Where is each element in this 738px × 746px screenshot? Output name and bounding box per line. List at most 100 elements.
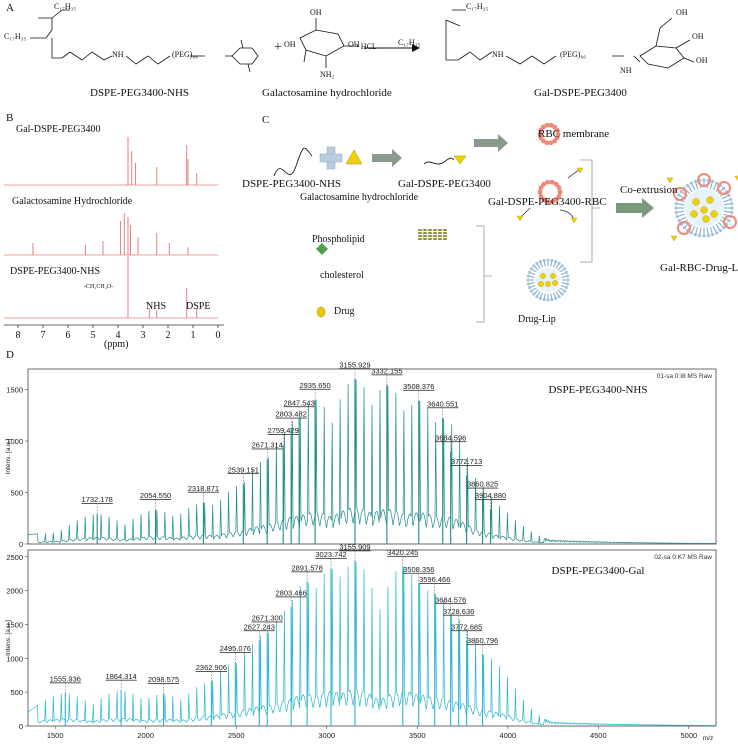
nh-label-2: NH (492, 50, 504, 59)
np-lipid-head (702, 178, 706, 182)
phospholipid-icon (417, 235, 423, 237)
phospholipid-icon (427, 232, 433, 234)
phospholipid-icon (432, 229, 438, 231)
np-rbc-patch (673, 187, 687, 201)
lipid-head (538, 296, 542, 300)
np-lipid-head (718, 229, 723, 233)
rbc-membrane-icon-head (538, 135, 544, 141)
gal-triangle (516, 215, 524, 222)
np-lipid-head (727, 193, 731, 197)
chain-label-2: C₁₇H₃₅ (4, 32, 27, 41)
np-gal-triangle (670, 235, 678, 242)
phospholipid-icon (432, 235, 438, 237)
gal-arm (567, 169, 581, 179)
phospholipid-icon (442, 235, 448, 237)
np-rbc-patch (717, 181, 731, 195)
lipid-head (546, 258, 550, 262)
ms-x-tick-label: 2500 (228, 731, 245, 740)
gal-rbc-icon-head (549, 179, 555, 185)
c-drug-lip: Drug-Lip (518, 314, 556, 325)
np-lipid-head (715, 181, 719, 185)
gal-rbc-icon-head (545, 199, 551, 205)
np-lipid-head (730, 202, 734, 206)
np-lipid-head (715, 231, 719, 235)
np-lipid-head (677, 219, 681, 223)
np-lipid-head (682, 226, 686, 230)
gal-triangle (570, 217, 578, 224)
np-lipid-head (679, 189, 683, 194)
lipid-head (554, 296, 558, 300)
rbc-membrane-icon-head (548, 140, 554, 146)
rbc-membrane-icon-head (544, 122, 550, 128)
lipid-head (532, 292, 536, 296)
peg-label-2: (PEG)₆₆ (560, 50, 587, 59)
ms-peak-label: 3640.551 (427, 399, 458, 408)
ms-y-tick-label: 1000 (6, 654, 23, 663)
ms-peak-label: 2803.466 (276, 589, 307, 598)
np-lipid-head (698, 234, 702, 238)
lipid-head (535, 295, 539, 299)
ms-peak-label: 2318.871 (188, 484, 219, 493)
rbc-membrane-icon-head (552, 138, 558, 144)
c-galactosamine: Galactosamine hydrochloride (300, 192, 419, 203)
panel-c-scheme (273, 122, 738, 323)
gal-rbc-icon-head (549, 199, 555, 205)
np-drug-icon (692, 198, 700, 206)
nmr-x-tick-label: 8 (16, 330, 21, 341)
gal-rbc-icon-head (538, 193, 544, 199)
gal-rbc-icon-head (537, 189, 543, 195)
lipid-head (542, 258, 546, 262)
chain-label-3: C₁₇H₃₅ (466, 2, 489, 11)
drug-icon (550, 273, 556, 279)
oh-label-5: OH (692, 32, 704, 41)
ms-peak-label: 2803.482 (276, 410, 307, 419)
peak-label-nhs: NHS (146, 301, 167, 312)
phospholipid-icon (442, 238, 448, 240)
ms-peak-label: 2054.550 (140, 491, 171, 500)
c-dspe-nhs: DSPE-PEG3400-NHS (242, 178, 342, 190)
lipid-core (536, 268, 560, 292)
lipid-head (550, 258, 554, 262)
ms-y-tick-label: 1500 (6, 386, 23, 395)
ms-peak-label: 3728.636 (443, 607, 474, 616)
ms-x-axis-label: m/z (703, 735, 713, 742)
ms-x-tick-label: 4000 (499, 731, 516, 740)
phospholipid-icon (432, 232, 438, 234)
ms-header: 01-sa 0:I8 MS Raw (657, 373, 713, 380)
ms-peak-label: 3684.576 (435, 595, 466, 604)
np-lipid-head (677, 193, 681, 197)
ms-y-tick-label: 2500 (6, 553, 23, 562)
lipid-head (554, 260, 558, 264)
c-gal-rbc: Gal-DSPE-PEG3400-RBC (488, 196, 607, 208)
ms-y-tick-label: 2000 (6, 587, 23, 596)
ms-y-tick-label: 500 (10, 688, 23, 697)
np-lipid-head (706, 234, 710, 238)
peak-label-peg: -CH₂CH₂O- (84, 284, 114, 290)
np-lipid-head (711, 179, 715, 183)
np-lipid-head (730, 206, 734, 210)
ms-peak-label: 3023.742 (315, 550, 346, 559)
phospholipid-icon (417, 229, 423, 231)
ms-peak-label: 2759.429 (268, 426, 299, 435)
lipid-head (560, 292, 564, 296)
ms-peak-label: 2495.076 (220, 644, 251, 653)
ms-peak-label: 2539.151 (228, 465, 259, 474)
peg-label-1: (PEG)₆₆ (172, 50, 199, 59)
c-gal-dspe: Gal-DSPE-PEG3400 (398, 178, 491, 190)
c-final: Gal-RBC-Drug-Lip (660, 262, 738, 274)
panel-a-scheme (30, 9, 695, 73)
c-phospholipid: Phospholipid (312, 234, 365, 245)
ms-title: DSPE-PEG3400-NHS (548, 384, 647, 396)
ms-peak-label: 3860.825 (467, 480, 498, 489)
ms-peak-label: 3508.376 (403, 382, 434, 391)
nmr-x-tick-label: 3 (141, 330, 146, 341)
np-drug-icon (690, 210, 698, 218)
gal-rbc-icon-head (553, 181, 559, 187)
np-lipid-head (675, 215, 679, 219)
drug-icon (545, 281, 551, 287)
c-drug: Drug (334, 306, 355, 317)
gal-rbc-icon-head (541, 197, 547, 203)
lipid-head (538, 260, 542, 264)
ms-x-tick-label: 2000 (137, 731, 154, 740)
np-drug-icon (702, 215, 710, 223)
